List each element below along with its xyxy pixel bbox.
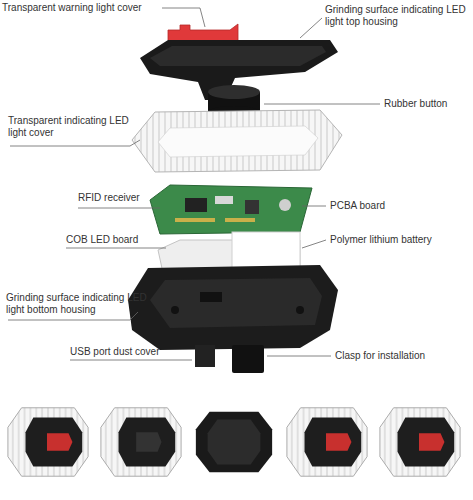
part-label: COB LED board — [66, 234, 161, 246]
part-label: PCBA board — [330, 200, 410, 212]
part-label: Grinding surface indicating LED light bo… — [6, 292, 156, 316]
part-label: Grinding surface indicating LED light to… — [325, 4, 470, 28]
part-label: Rubber button — [384, 98, 469, 110]
part-label: Clasp for installation — [335, 350, 470, 362]
part-label: USB port dust cover — [70, 346, 185, 358]
part-label: Transparent indicating LED light cover — [8, 115, 138, 139]
part-label: RFID receiver — [78, 192, 158, 204]
part-label: Transparent warning light cover — [2, 2, 182, 14]
part-label: Polymer lithium battery — [330, 234, 470, 246]
